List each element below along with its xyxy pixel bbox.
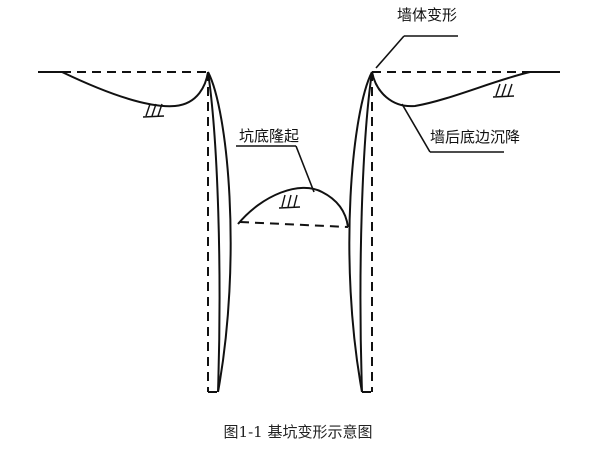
pit-bottom-hatch (278, 194, 301, 209)
pit-bottom-original (239, 221, 349, 228)
left-settlement-curve (61, 71, 209, 108)
left-wall-deformed-inner (207, 71, 232, 393)
pit-bottom-heave-leader (236, 145, 315, 193)
left-soil-hatch (142, 103, 165, 118)
wall-deformation-leader (375, 35, 458, 69)
left-wall-deformed-outer (207, 71, 221, 393)
settlement-leader (401, 103, 504, 153)
right-settlement-curve (371, 71, 531, 108)
right-wall-deformed-outer (359, 71, 373, 393)
settlement-behind-wall-label: 墙后底边沉降 (430, 128, 520, 146)
left-wall-original (207, 72, 218, 393)
pit-bottom-heave-label: 坑底隆起 (239, 127, 299, 145)
pit-bottom-heave-curve (237, 186, 349, 228)
right-soil-hatch (492, 83, 515, 98)
wall-deformation-label: 墙体变形 (397, 6, 457, 24)
right-wall-deformed-inner (348, 71, 373, 393)
figure-caption: 图1-1 基坑变形示意图 (224, 423, 373, 441)
right-wall-original (362, 72, 373, 393)
